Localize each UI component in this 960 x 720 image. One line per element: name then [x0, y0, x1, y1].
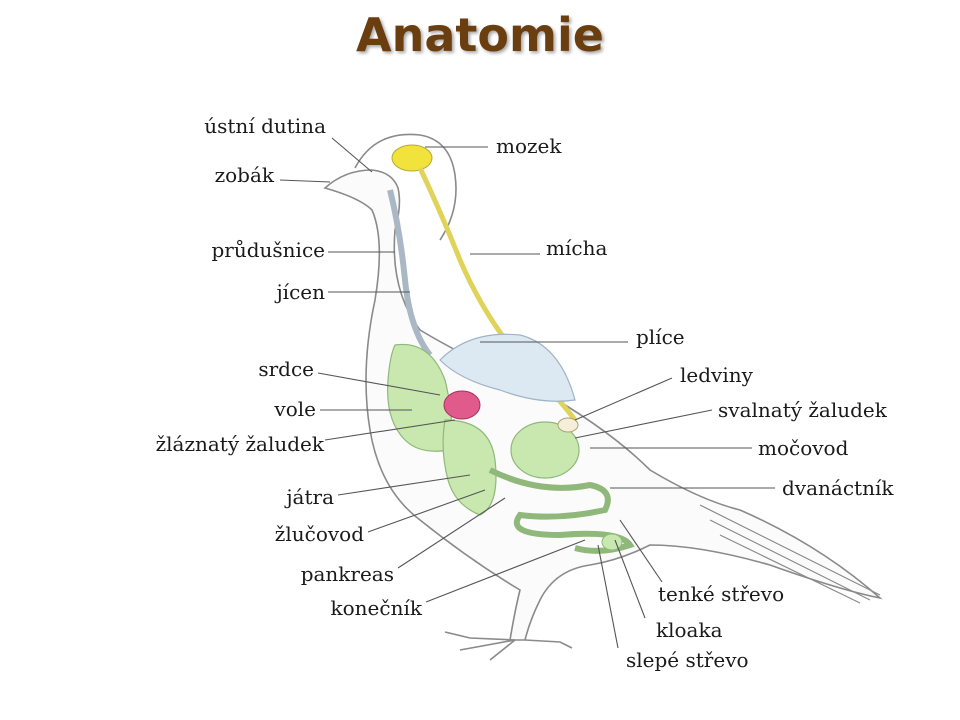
- label-cloaca: kloaka: [656, 618, 723, 642]
- cloaca: [601, 533, 623, 551]
- label-esophagus: jícen: [276, 280, 325, 304]
- gizzard: [510, 421, 580, 479]
- label-spinal-cord: mícha: [546, 236, 608, 260]
- label-trachea: průdušnice: [211, 238, 325, 262]
- label-beak: zobák: [214, 163, 274, 187]
- pigeon-body-outline: [323, 169, 883, 641]
- label-heart: srdce: [258, 357, 314, 381]
- label-small-intestine: tenké střevo: [658, 582, 785, 606]
- label-brain: mozek: [496, 134, 562, 158]
- tail-feathers: [699, 504, 881, 604]
- label-proventriculus: žláznatý žaludek: [155, 432, 324, 456]
- label-crop: vole: [274, 397, 316, 421]
- label-bile-duct: žlučovod: [274, 522, 364, 546]
- label-rectum: konečník: [330, 596, 422, 620]
- page-title: Anatomie: [356, 8, 604, 62]
- brain: [391, 144, 433, 172]
- label-gizzard: svalnatý žaludek: [718, 398, 887, 422]
- label-ureter: močovod: [758, 436, 849, 460]
- trachea-esophagus: [387, 189, 433, 357]
- label-pancreas: pankreas: [300, 562, 394, 586]
- lungs: [439, 333, 576, 402]
- label-liver: játra: [286, 485, 334, 509]
- label-lungs: plíce: [636, 325, 685, 349]
- heart: [443, 390, 481, 420]
- label-duodenum: dvanáctník: [782, 476, 894, 500]
- pigeon-head-outline: [354, 133, 457, 241]
- label-caecum: slepé střevo: [626, 648, 749, 672]
- crop: [387, 343, 453, 452]
- leader-lines-left: [279, 137, 586, 603]
- intestines: [488, 467, 635, 554]
- kidneys: [557, 417, 579, 433]
- label-oral-cavity: ústní dutina: [204, 114, 326, 138]
- leader-lines-right: [425, 146, 775, 649]
- label-kidneys: ledviny: [680, 363, 753, 387]
- pigeon-foot: [444, 631, 573, 661]
